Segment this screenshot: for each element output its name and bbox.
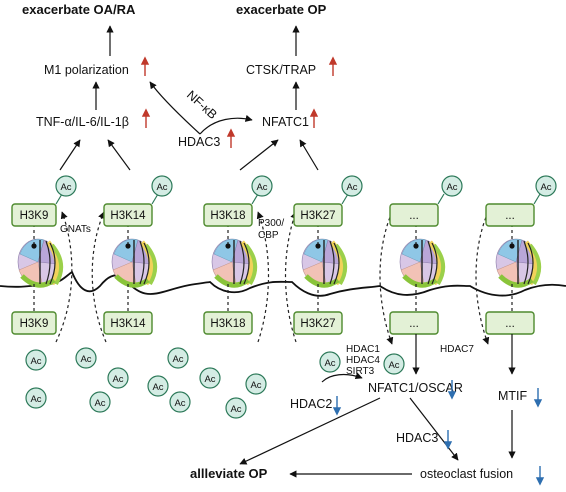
hdac4-label: HDAC4 (346, 355, 380, 366)
top-mark-3: H3K18 (210, 210, 245, 222)
top-mark-2: H3K14 (110, 210, 146, 222)
arrow-h3k27-to-nfatc1 (299, 139, 319, 171)
bottom-mark-2: H3K14 (110, 318, 146, 330)
tail-dots (31, 243, 515, 249)
acetyl-group-icon: Ac (112, 374, 123, 385)
top-histone-boxes (11, 203, 535, 227)
acetyl-group-icon: Ac (94, 398, 105, 409)
acetyl-group-icon: Ac (60, 182, 71, 193)
nfatc1-oscar: NFATC1/OSCAR (368, 381, 463, 395)
acetyl-group-icon: Ac (446, 182, 457, 193)
arrow-h3k18-to-nfatc1 (239, 139, 279, 171)
acetyl-group-icon: Ac (30, 394, 41, 405)
acetyl-group-icon: Ac (156, 182, 167, 193)
exacerbate-op: exacerbate OP (236, 2, 327, 17)
acetyl-group-icon: Ac (324, 358, 335, 369)
m1-polarization: M1 polarization (44, 63, 129, 77)
acetyl-group-icon: Ac (388, 360, 399, 371)
bottom-mark-3: H3K18 (210, 318, 245, 330)
nucleosome-icon (400, 239, 443, 285)
tnf-il6-il1b: TNF-α/IL-6/IL-1β (36, 115, 129, 129)
hdac2: HDAC2 (290, 397, 332, 411)
nucleosome-icon (496, 239, 539, 285)
acetyl-group-icon: Ac (80, 354, 91, 365)
acetyl-group-icon: Ac (204, 374, 215, 385)
nucleosome-icon (302, 239, 345, 285)
hdac7-label: HDAC7 (440, 344, 474, 355)
bottom-mark-5: ... (409, 318, 419, 330)
acetylation-arrows (55, 211, 490, 345)
ctsk-trap: CTSK/TRAP (246, 63, 316, 77)
nucleosome-icon (112, 239, 155, 285)
arrow-nfatc1oscar-to-alleviate (239, 397, 381, 465)
nucleosome-icon (212, 239, 255, 285)
arrow-sirt3-to-nfatc1 (321, 372, 363, 383)
hdac3-top: HDAC3 (178, 135, 220, 149)
mtif: MTIF (498, 389, 528, 403)
cbp-label: CBP (258, 230, 279, 241)
arrow-hdac3-to-nfatc1 (199, 114, 253, 135)
alleviate-op: allleviate OP (190, 466, 268, 481)
attached-acetyl-groups (55, 175, 557, 205)
bottom-mark-1: H3K9 (20, 318, 49, 330)
acetyl-group-icon: Ac (174, 398, 185, 409)
arrow-h3k14-to-tnf (107, 139, 131, 171)
top-mark-1: H3K9 (20, 210, 49, 222)
p300-label: P300/ (258, 218, 284, 229)
up-arrow-icon (140, 56, 338, 148)
arrow-hdac3-to-m1 (149, 81, 201, 135)
gnats-label: GNATs (60, 224, 91, 235)
arrow-h3k9-to-tnf (59, 139, 81, 171)
acetyl-group-icon: Ac (250, 380, 261, 391)
nucleosome-icon (18, 239, 61, 285)
hdac3-bottom: HDAC3 (396, 431, 438, 445)
acetyl-group-icon: Ac (172, 354, 183, 365)
histone-tail-lines (33, 218, 513, 312)
bottom-histone-boxes (11, 311, 535, 335)
acetyl-group-icon: Ac (230, 404, 241, 415)
nfatc1-top: NFATC1 (262, 115, 309, 129)
top-mark-4: H3K27 (300, 210, 335, 222)
down-arrow-icon (332, 380, 545, 486)
acetyl-group-icon: Ac (540, 182, 551, 193)
top-mark-6: ... (505, 210, 515, 222)
acetyl-group-icon: Ac (152, 382, 163, 393)
exacerbate-oa-ra: exacerbate OA/RA (22, 2, 136, 17)
bottom-mark-4: H3K27 (300, 318, 335, 330)
acetyl-group-icon: Ac (256, 182, 267, 193)
bottom-mark-6: ... (505, 318, 515, 330)
top-mark-5: ... (409, 210, 419, 222)
free-acetyl-groups (25, 347, 405, 419)
hdac1-label: HDAC1 (346, 344, 380, 355)
acetyl-group-icon: Ac (346, 182, 357, 193)
dna-strand (0, 270, 566, 297)
acetyl-group-icon: Ac (30, 356, 41, 367)
nfkb-label: NF-κB (184, 88, 220, 122)
osteoclast-fusion: osteoclast fusion (420, 467, 513, 481)
sirt3-label: SIRT3 (346, 366, 375, 377)
arrow-nfatc1-to-fusion (409, 397, 459, 461)
